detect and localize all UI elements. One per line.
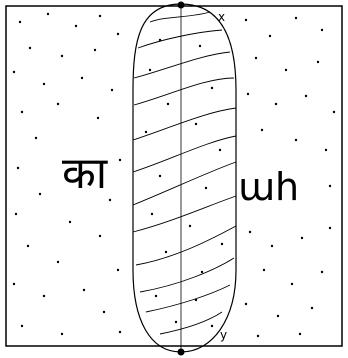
capsule-outline (133, 4, 236, 352)
top-endpoint-dot (178, 2, 185, 9)
right-region-label: ɯh (238, 168, 299, 206)
top-point-label: x (218, 10, 225, 24)
left-region-label: का (62, 152, 107, 196)
bottom-point-label: y (220, 328, 227, 342)
bottom-endpoint-dot (178, 349, 185, 356)
contour-curves (133, 12, 236, 334)
